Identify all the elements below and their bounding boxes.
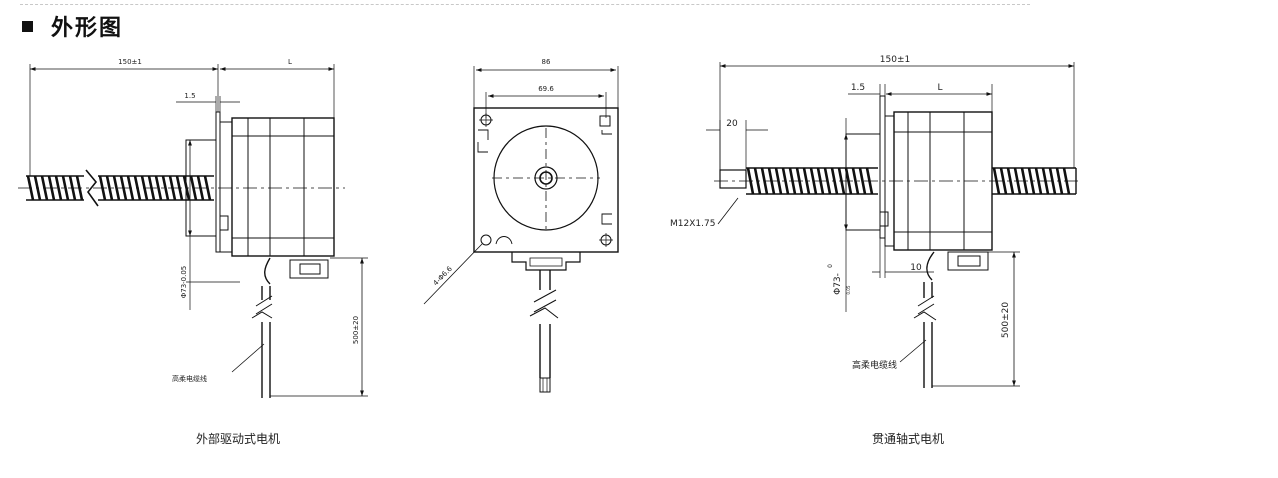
right-dim-cable-label: 500±20: [1001, 302, 1011, 338]
left-cable-block-inner: [299, 263, 321, 275]
left-dim-cable-ext: [270, 257, 368, 397]
left-boss: [185, 139, 217, 237]
right-thread-label: M12X1.75: [670, 219, 715, 229]
right-cable-block-inner: [957, 255, 981, 267]
left-cable-block: [289, 259, 329, 279]
front-cable-outlet-inner: [529, 257, 563, 267]
left-ext-lines: [29, 64, 335, 176]
left-screw-outline: [26, 175, 214, 201]
left-motor-body: [231, 117, 335, 257]
front-hole-br-cross: [599, 233, 613, 247]
left-flange: [215, 111, 221, 253]
front-corner-marks: [477, 129, 612, 225]
right-dim-10-label: 10: [910, 263, 922, 273]
front-dim-86-label: 86: [542, 58, 551, 66]
caption-left: 外部驱动式电机: [196, 432, 281, 446]
right-cable-break: [913, 295, 937, 321]
right-flange: [879, 95, 886, 239]
left-side-view: [18, 64, 368, 398]
front-motor-square: [473, 107, 619, 253]
left-dim-L-label: L: [288, 58, 292, 66]
left-break-symbol: [85, 169, 99, 207]
left-leader-cable: [231, 343, 265, 373]
right-cable-label: 高柔电缆线: [852, 359, 897, 371]
right-leader-cable: [899, 339, 927, 363]
right-leader-thread: [717, 197, 739, 225]
section-title: 外形图: [51, 16, 124, 41]
front-cable: [539, 270, 551, 378]
right-tol-lower: 0.05: [846, 285, 851, 294]
front-hole-tr: [599, 115, 611, 127]
front-cable-end-lines: [542, 378, 548, 392]
front-cable-outlet: [511, 252, 581, 271]
right-dim-20-label: 20: [726, 119, 738, 129]
caption-right: 贯通轴式电机: [872, 432, 945, 446]
right-shaft-end: [719, 169, 747, 189]
left-front-cap: [219, 121, 233, 253]
right-dim-1p5-label: 1.5: [851, 83, 865, 93]
right-dim-10-ext: [879, 238, 886, 278]
front-dim-69-label: 69.6: [538, 85, 554, 93]
right-tab: [879, 211, 889, 227]
left-dim-150-label: 150±1: [118, 58, 142, 66]
front-hole-bl: [480, 234, 492, 246]
right-dim-150-label: 150±1: [880, 55, 910, 65]
left-dim-1p5-label: 1.5: [184, 92, 195, 100]
right-body-ribs: [894, 112, 992, 250]
front-cable-end: [539, 377, 551, 393]
front-bottom-arc: [495, 236, 513, 245]
left-dim-boss-ext: [186, 236, 240, 310]
right-screw-outline-front: [746, 167, 878, 195]
top-divider: [20, 4, 1030, 5]
front-view: [423, 66, 619, 393]
right-dim-boss-label: Φ73-: [833, 273, 843, 295]
bullet-square-icon: [22, 20, 33, 32]
left-cable-label: 高柔电缆线: [172, 374, 207, 383]
right-dim-L-label: L: [937, 83, 942, 93]
front-leader-holes: [423, 243, 483, 305]
left-cable-break: [251, 295, 273, 319]
left-dim-cable-label: 500±20: [352, 316, 360, 344]
front-hole-tl-cross: [479, 113, 493, 127]
right-ext-lines: [719, 62, 1075, 170]
left-body-ribs: [232, 118, 334, 256]
section-header: 外形图: [22, 12, 124, 41]
right-dim-20-ext: [719, 120, 747, 170]
right-tol-upper: 0: [827, 264, 834, 268]
left-view-labels: 150±1 L 1.5 Φ73-0.05 500±20 高柔电缆线: [118, 58, 360, 383]
right-cable-block: [947, 251, 989, 271]
left-dim-boss-label: Φ73-0.05: [180, 266, 188, 299]
front-centerlines: [492, 128, 600, 232]
right-front-cap: [884, 115, 895, 247]
right-dim-cable-ext: [932, 251, 1020, 387]
right-view-labels: 150±1 1.5 L 20 M12X1.75 Φ73- 0 0.05 10 5…: [670, 55, 1011, 371]
front-ext-lines: [473, 66, 619, 118]
left-tab: [219, 215, 229, 231]
right-cable: [923, 251, 935, 388]
left-cable: [261, 257, 271, 398]
front-cable-break: [529, 289, 559, 319]
right-side-view: [706, 62, 1082, 388]
